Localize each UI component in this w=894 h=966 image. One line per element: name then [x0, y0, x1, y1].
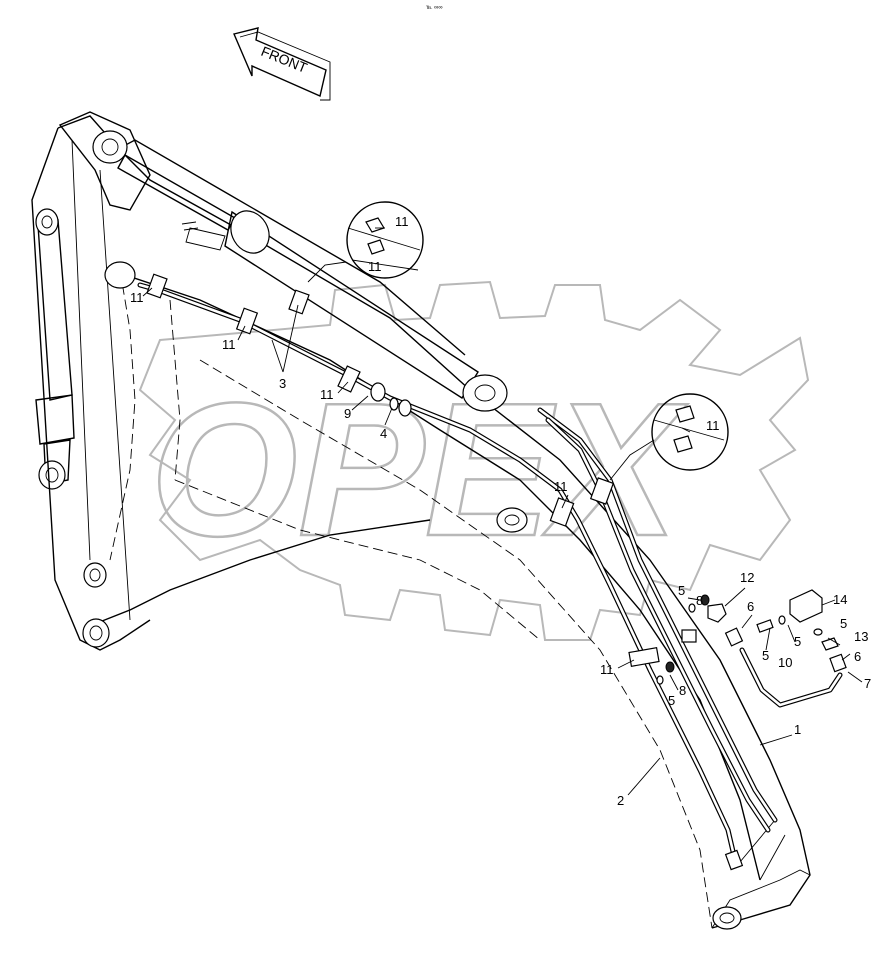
callout-5: 5: [762, 648, 769, 663]
callout-11: 11: [368, 259, 382, 274]
boom-foot-pin-upper-hole: [89, 568, 101, 582]
boom-foot-pin-lower: [82, 618, 110, 648]
arm-cylinder-end-hole: [474, 384, 496, 402]
arrow-outline: [233, 27, 327, 97]
plug-8a: [700, 594, 710, 606]
boom-cylinder: [35, 208, 75, 490]
oring-5e: [813, 628, 823, 636]
clamp-5: [549, 497, 575, 527]
boom-upper-edge: [57, 115, 811, 929]
fitting-13: [821, 637, 839, 651]
boom-end-pin: [712, 906, 742, 930]
top-pivot-bracket: [58, 111, 151, 211]
elbow-12: [707, 603, 727, 623]
pipe-right: [537, 407, 778, 833]
callout-8: 8: [696, 593, 703, 608]
cylinder-bottom-eye: [38, 460, 66, 490]
detail-view-lower: [609, 393, 729, 481]
cylinder-barrel: [35, 394, 75, 445]
boom-foot-pin-upper: [83, 562, 107, 588]
boom-mid-pin-hole: [504, 514, 520, 526]
callout-1: 1: [794, 722, 801, 737]
hose-fitting-6: [724, 627, 744, 647]
callout-7: 7: [864, 676, 871, 691]
clamp-6: [589, 477, 615, 505]
oring-4: [389, 397, 399, 411]
boom-hidden-edges: [109, 269, 713, 929]
callout-5: 5: [840, 616, 847, 631]
clamp-2: [235, 307, 259, 335]
detail-view-upper: [307, 201, 424, 283]
block-14: [789, 589, 823, 623]
callout-8: 8: [679, 683, 686, 698]
watermark: OPEX: [138, 280, 810, 641]
arm-cylinder-collar: [230, 210, 270, 254]
callout-11: 11: [600, 662, 614, 677]
oring-5c: [656, 675, 664, 685]
front-direction-arrow: FRONT: [233, 27, 331, 101]
leader-lines: [142, 227, 863, 796]
callout-9: 9: [344, 406, 351, 421]
clamp-3: [337, 365, 361, 393]
callout-13: 13: [854, 629, 868, 644]
watermark-text: OPEX: [150, 364, 688, 576]
callout-14: 14: [833, 592, 847, 607]
upper-boss: [104, 261, 136, 289]
callout-11: 11: [222, 337, 236, 352]
cylinder-bottom-eye-hole: [45, 467, 59, 483]
arrow-label: FRONT: [259, 43, 310, 76]
clamp-1: [146, 273, 168, 299]
oring-5b: [778, 615, 786, 625]
callout-3: 3: [279, 376, 286, 391]
boom-underside-front: [91, 519, 431, 626]
boom-end-pin-hole: [719, 912, 735, 924]
callout-5: 5: [678, 583, 685, 598]
callout-11: 11: [706, 418, 720, 433]
callout-10: 10: [778, 655, 792, 670]
pipe-clamps: [146, 273, 697, 668]
clamp-7: [628, 646, 660, 668]
pipe-left: [137, 282, 738, 863]
header-code: ℡ ∞∞: [425, 5, 443, 11]
top-pivot-pin-hole: [101, 138, 119, 156]
callout-6: 6: [747, 599, 754, 614]
callout-11: 11: [554, 479, 568, 494]
arm-cylinder-end-boss: [462, 374, 508, 412]
callout-labels: 11 11 11 11 11 11 11 11 3 9 4 1 2 5 5 5 …: [130, 214, 871, 808]
top-pivot-pin: [92, 130, 128, 164]
boom-foot-frame: [31, 127, 151, 651]
callout-11: 11: [320, 387, 334, 402]
watermark-gear: [138, 280, 810, 641]
boom-top-plate: [119, 139, 466, 356]
arm-cylinder: [117, 154, 508, 412]
cylinder-top-eye-hole: [41, 215, 53, 229]
callout-11: 11: [395, 214, 409, 229]
adapter-10: [756, 619, 774, 633]
boom-base: [31, 111, 151, 651]
hose-assembly: [656, 589, 847, 871]
callout-2: 2: [617, 793, 624, 808]
arrow-shadow: [239, 31, 331, 101]
boom-foot-pin-lower-hole: [89, 625, 103, 641]
hose-fitting-7: [829, 653, 847, 673]
callout-5: 5: [668, 693, 675, 708]
arm-cylinder-barrel: [224, 210, 479, 399]
oring-5a: [688, 603, 696, 613]
flange-4b: [398, 399, 412, 417]
clamp-4: [288, 289, 310, 315]
plug-8b: [665, 661, 675, 673]
cylinder-top-eye: [35, 208, 59, 236]
callout-11: 11: [130, 290, 144, 305]
callout-6: 6: [854, 649, 861, 664]
callout-4: 4: [380, 426, 387, 441]
pipe-end-2: [724, 849, 744, 871]
clamp-8: [681, 629, 697, 643]
callout-5: 5: [794, 634, 801, 649]
callout-12: 12: [740, 570, 754, 585]
boom-end-plate: [739, 819, 786, 881]
flange-9: [370, 382, 386, 402]
boom-mid-pin: [496, 507, 528, 533]
